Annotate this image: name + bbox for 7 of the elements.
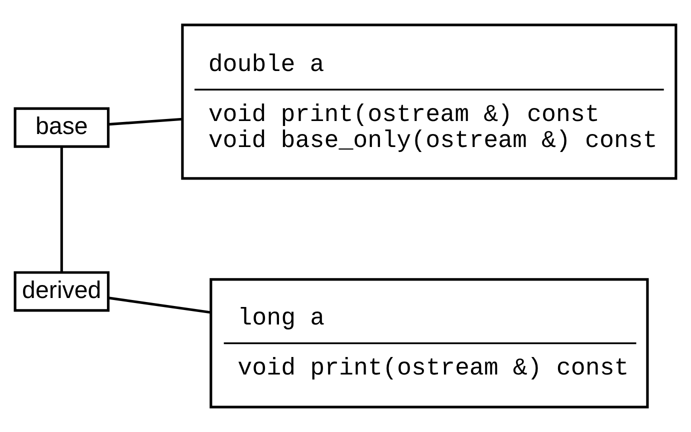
node-box: base [14,107,110,148]
node-box: long a void print(ostream &) const [210,278,649,408]
connector [108,118,182,126]
node-box: double a void print(ostream &) const void base_only(ostream &) const [181,24,678,180]
connector [108,296,210,314]
node-box: derived [14,271,110,312]
connector [60,146,63,272]
